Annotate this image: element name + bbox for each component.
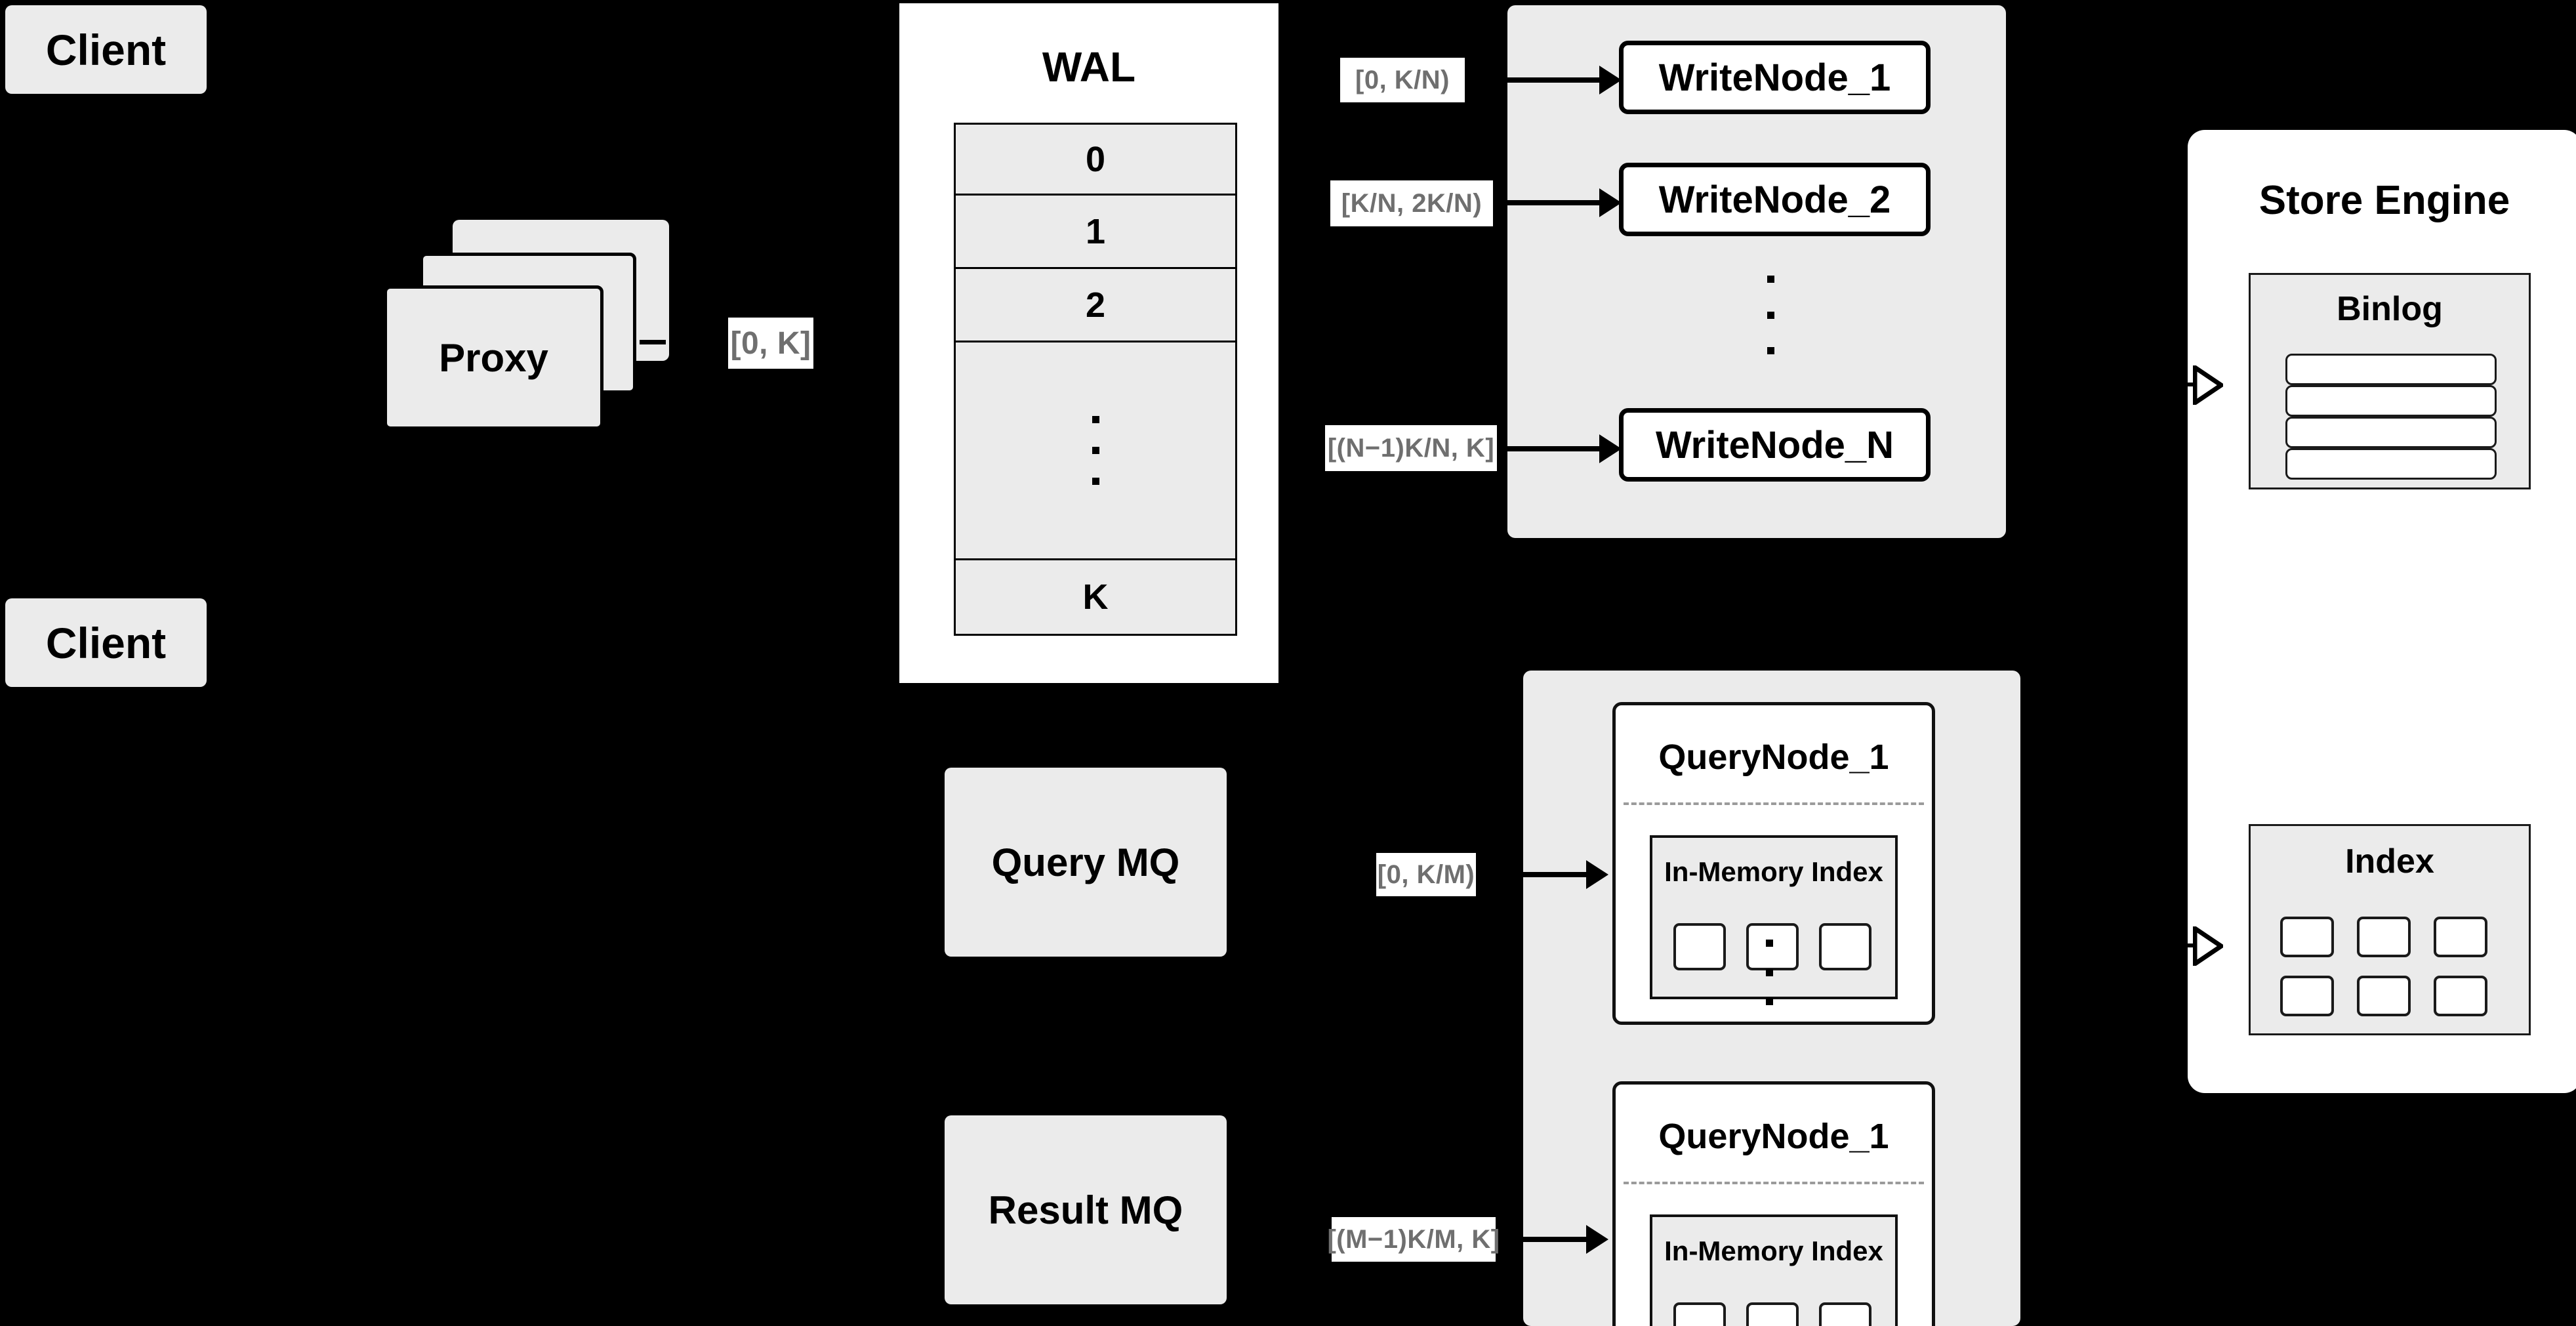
query-node-2-arrow-line <box>1499 1237 1591 1242</box>
result-mq-box[interactable]: Result MQ <box>945 1115 1227 1304</box>
query-node-1-arrow-head <box>1586 860 1608 889</box>
wal-row-0: 0 <box>956 125 1235 196</box>
write-node-1-arrow-line <box>1499 77 1604 83</box>
query-node-2-index-chip-3 <box>1819 1302 1871 1326</box>
write-node-2-arrow-head <box>1599 188 1622 217</box>
query-node-1-range-label: [0, K/M) <box>1376 853 1476 896</box>
index-inbound-arrow-line <box>2168 943 2197 947</box>
wal-table: 0 1 2 K <box>954 123 1237 636</box>
query-node-2[interactable]: QueryNode_1 In-Memory Index <box>1612 1081 1935 1326</box>
client-box-1[interactable]: Client <box>5 5 207 94</box>
wal-title: WAL <box>1042 43 1136 91</box>
proxy-box[interactable]: Proxy <box>384 285 603 430</box>
query-node-1-label: QueryNode_1 <box>1658 737 1889 777</box>
wal-row-ellipsis <box>956 342 1235 560</box>
write-node-1-label: WriteNode_1 <box>1658 56 1891 99</box>
query-node-1-arrow-line <box>1479 872 1591 877</box>
index-section: Index <box>2249 824 2531 1035</box>
binlog-section: Binlog <box>2249 273 2531 489</box>
write-node-n-arrow-head <box>1599 434 1622 463</box>
write-node-2[interactable]: WriteNode_2 <box>1619 163 1931 236</box>
binlog-segment-1 <box>2285 354 2497 385</box>
query-node-1-index-chip-1 <box>1673 923 1726 970</box>
binlog-inbound-arrow-line <box>2168 383 2197 386</box>
write-node-n[interactable]: WriteNode_N <box>1619 408 1931 482</box>
query-node-1-index-chip-2 <box>1746 923 1799 970</box>
query-node-2-in-memory-index: In-Memory Index <box>1650 1214 1898 1326</box>
query-mq-box[interactable]: Query MQ <box>945 768 1227 957</box>
client-label-1: Client <box>45 25 167 74</box>
index-chip-5 <box>2357 976 2411 1016</box>
proxy-out-connector <box>640 340 666 344</box>
binlog-segment-4 <box>2285 448 2497 480</box>
write-node-2-arrow-line <box>1499 200 1604 205</box>
query-node-2-index-chip-2 <box>1746 1302 1799 1326</box>
query-node-1[interactable]: QueryNode_1 In-Memory Index <box>1612 702 1935 1025</box>
index-title: Index <box>2345 842 2434 881</box>
write-node-1-range-label: [0, K/N) <box>1340 58 1465 102</box>
query-cluster-ellipsis <box>1765 940 1774 1005</box>
binlog-segment-3 <box>2285 417 2497 448</box>
index-chip-6 <box>2434 976 2487 1016</box>
query-node-2-imi-title: In-Memory Index <box>1664 1235 1883 1266</box>
wal-row-2: 2 <box>956 269 1235 342</box>
index-chip-2 <box>2357 917 2411 957</box>
write-node-2-label: WriteNode_2 <box>1658 178 1891 221</box>
query-node-2-arrow-head <box>1586 1225 1608 1254</box>
wal-row-1: 1 <box>956 196 1235 269</box>
query-node-2-range-label: [(M−1)K/M, K] <box>1327 1217 1500 1262</box>
index-chip-1 <box>2280 917 2334 957</box>
client-label-2: Client <box>45 618 167 667</box>
query-node-2-label: QueryNode_1 <box>1658 1117 1889 1156</box>
wal-row-k: K <box>1082 577 1109 617</box>
query-node-1-separator <box>1624 802 1924 805</box>
query-node-1-index-chip-3 <box>1819 923 1871 970</box>
query-node-1-in-memory-index: In-Memory Index <box>1650 835 1898 999</box>
binlog-segment-2 <box>2285 385 2497 417</box>
result-mq-label: Result MQ <box>988 1188 1183 1232</box>
write-node-n-arrow-line <box>1499 446 1604 451</box>
query-mq-label: Query MQ <box>991 840 1180 884</box>
query-node-1-imi-title: In-Memory Index <box>1664 856 1883 887</box>
client-box-2[interactable]: Client <box>5 598 207 687</box>
write-node-1-arrow-head <box>1599 66 1622 94</box>
store-engine-title: Store Engine <box>2259 178 2510 223</box>
index-chip-4 <box>2280 976 2334 1016</box>
write-node-n-range-label: [(N−1)K/N, K] <box>1325 425 1497 471</box>
store-engine-panel: Store Engine Binlog Index <box>2188 130 2576 1093</box>
query-node-2-separator <box>1624 1182 1924 1184</box>
query-node-2-index-chip-1 <box>1673 1302 1726 1326</box>
wal-panel: WAL 0 1 2 K <box>896 0 1282 686</box>
binlog-title: Binlog <box>2337 290 2443 328</box>
proxy-range-label: [0, K] <box>728 318 813 369</box>
write-node-n-label: WriteNode_N <box>1655 423 1894 466</box>
write-cluster-ellipsis <box>1766 276 1775 354</box>
index-chip-3 <box>2434 917 2487 957</box>
write-node-2-range-label: [K/N, 2K/N) <box>1330 180 1493 226</box>
write-node-1[interactable]: WriteNode_1 <box>1619 41 1931 114</box>
proxy-label: Proxy <box>439 335 548 380</box>
